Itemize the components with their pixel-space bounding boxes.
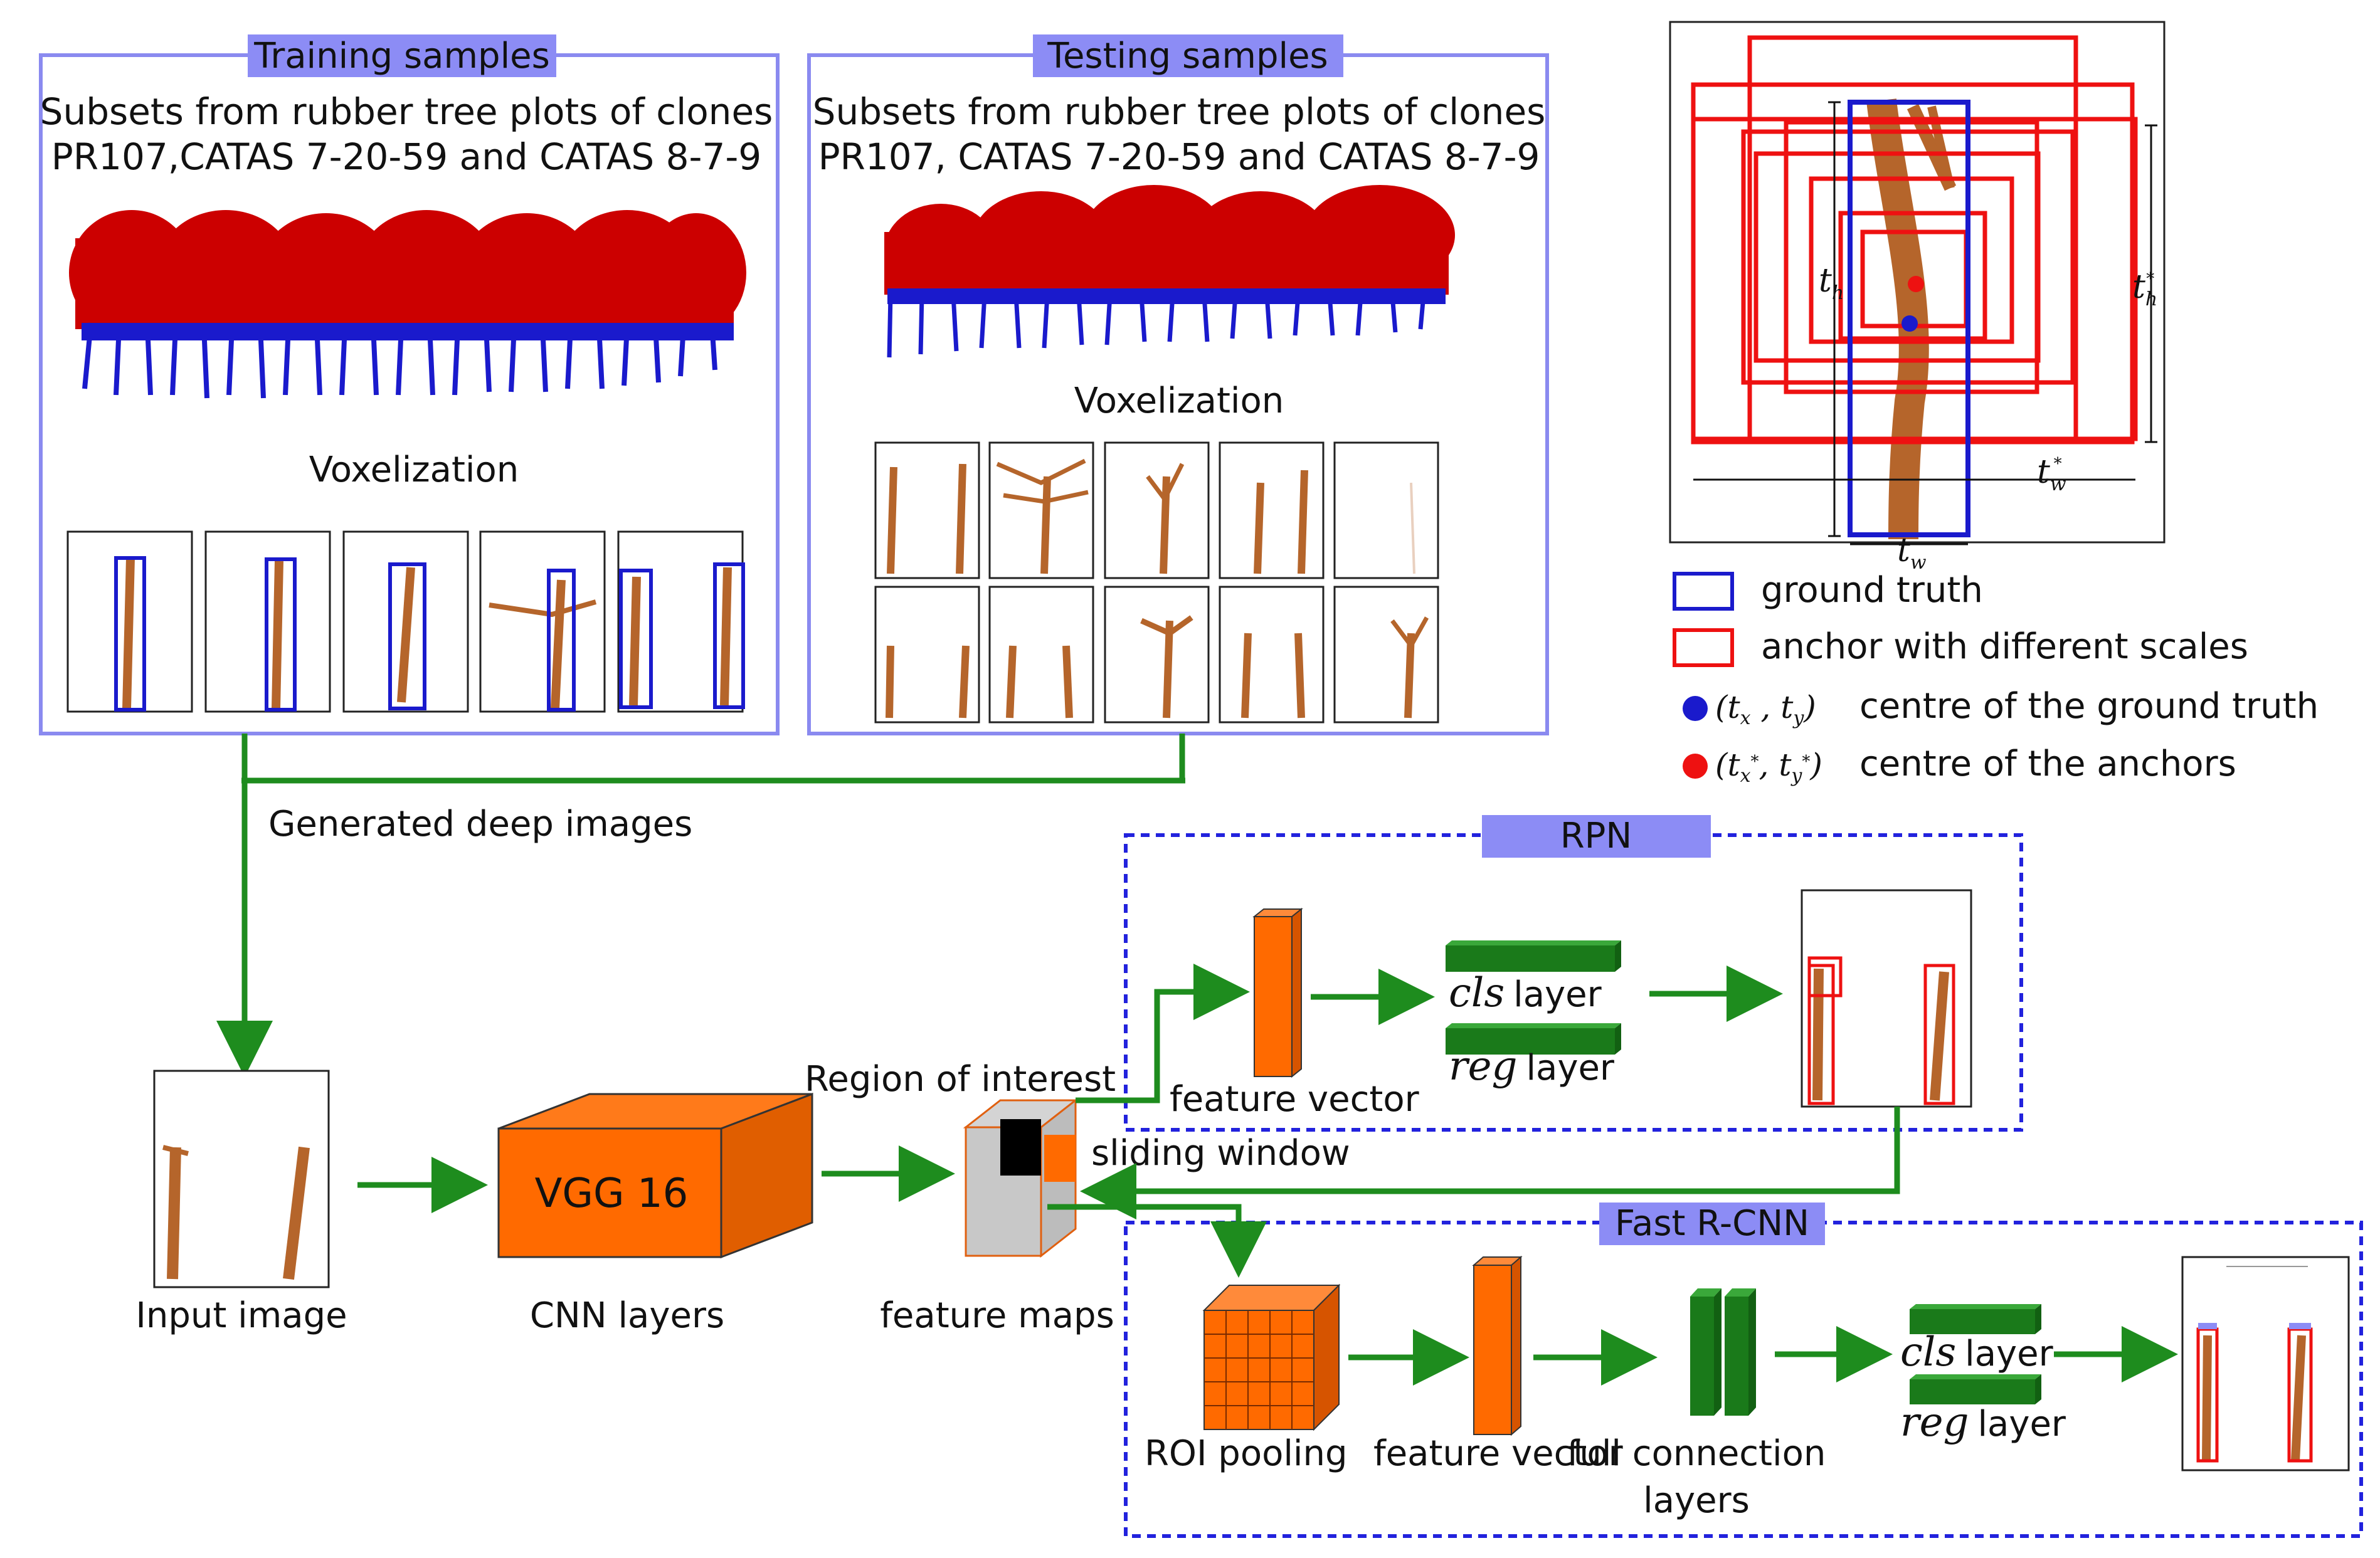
training-thumb bbox=[342, 530, 469, 713]
fast-rcnn-cls-bar bbox=[1910, 1304, 2041, 1334]
region-of-interest-label: Region of interest bbox=[805, 1059, 1116, 1100]
testing-thumb bbox=[1333, 441, 1439, 579]
legend-anchor-dot bbox=[1683, 754, 1708, 779]
legend-gt-swatch bbox=[1673, 572, 1734, 611]
fast-rcnn-feature-vector-label: feature vector bbox=[1373, 1433, 1624, 1474]
training-thumb bbox=[204, 530, 331, 713]
testing-voxelization: Voxelization bbox=[1074, 381, 1284, 421]
rpn-tag bbox=[1482, 815, 1711, 858]
roi-pooling-block bbox=[1202, 1283, 1341, 1431]
legend-anchor-label: anchor with different scales bbox=[1761, 626, 2248, 667]
rpn-feature-vector bbox=[1252, 907, 1303, 1078]
legend-gt-centre: centre of the ground truth bbox=[1859, 686, 2319, 727]
training-point-cloud bbox=[69, 210, 746, 399]
cnn-layers-label: CNN layers bbox=[530, 1295, 724, 1336]
fast-rcnn-output-image bbox=[2181, 1256, 2350, 1471]
legend-anchor-centre: centre of the anchors bbox=[1859, 744, 2236, 784]
roi-black bbox=[1000, 1119, 1041, 1176]
legend-gt-symbol: (tx , ty) bbox=[1715, 689, 1816, 729]
anchor-boxes bbox=[1691, 35, 2138, 445]
merge-connector bbox=[216, 734, 1185, 1077]
fast-rcnn-region: Fast R-CNN ROI pooling feature vector bbox=[1047, 1203, 2363, 1538]
training-thumb bbox=[66, 530, 193, 713]
tw-label: tw bbox=[1897, 532, 1927, 574]
legend-gt-label: ground truth bbox=[1761, 570, 1983, 611]
feature-maps-label: feature maps bbox=[880, 1295, 1114, 1336]
arrow-rpn-to-featuremap bbox=[1080, 1107, 1900, 1219]
testing-thumb bbox=[988, 586, 1094, 724]
full-connection-label-1: full connection bbox=[1567, 1433, 1826, 1474]
testing-subtitle-2: PR107, CATAS 7-20-59 and CATAS 8-7-9 bbox=[818, 135, 1540, 178]
rpn-reg-bar bbox=[1446, 1023, 1621, 1055]
full-connection-label-2: layers bbox=[1643, 1480, 1750, 1521]
testing-panel: Testing samples Subsets from rubber tree… bbox=[807, 34, 1549, 735]
training-subtitle-1: Subsets from rubber tree plots of clones bbox=[40, 90, 773, 133]
gt-centre-dot bbox=[1901, 315, 1918, 332]
ground-truth-box bbox=[1848, 100, 1970, 537]
input-image-label: Input image bbox=[135, 1295, 347, 1336]
legend-anchor-symbol: (tx*, ty*) bbox=[1715, 747, 1822, 787]
training-panel: Training samples Subsets from rubber tre… bbox=[39, 34, 780, 735]
testing-thumbnails bbox=[874, 441, 1439, 724]
fast-rcnn-reg-bar bbox=[1910, 1374, 2041, 1404]
rpn-tag-label: RPN bbox=[1560, 816, 1632, 856]
feature-maps bbox=[963, 1098, 1079, 1258]
training-voxelization: Voxelization bbox=[309, 450, 519, 490]
testing-tag bbox=[1033, 34, 1343, 77]
testing-thumb bbox=[874, 441, 980, 579]
input-image bbox=[153, 1070, 330, 1288]
tw-star-label: tw* bbox=[2037, 453, 2066, 495]
arrow-featuremap-to-rpn bbox=[1076, 964, 1250, 1103]
testing-thumb bbox=[1333, 586, 1439, 724]
roi-pooling-label: ROI pooling bbox=[1145, 1433, 1348, 1474]
legend-anchor-swatch bbox=[1673, 628, 1734, 667]
testing-thumb bbox=[1219, 586, 1325, 724]
vgg-label: VGG 16 bbox=[535, 1171, 689, 1217]
vgg-block: VGG 16 bbox=[497, 1092, 813, 1259]
testing-subtitle-1: Subsets from rubber tree plots of clones bbox=[813, 90, 1546, 133]
testing-thumb bbox=[1219, 441, 1325, 579]
fast-rcnn-tag bbox=[1599, 1203, 1825, 1245]
testing-point-cloud bbox=[884, 185, 1455, 358]
legend-gt-dot bbox=[1683, 696, 1708, 721]
legend: ground truth anchor with different scale… bbox=[1673, 570, 2319, 787]
arrow-featuremap-to-roi bbox=[1047, 1204, 1267, 1278]
training-thumb bbox=[479, 530, 606, 713]
testing-thumb bbox=[988, 441, 1094, 579]
rpn-feature-vector-label: feature vector bbox=[1170, 1079, 1420, 1120]
testing-thumb bbox=[1104, 586, 1210, 724]
anchor-centre-dot bbox=[1908, 276, 1924, 292]
th-label: th bbox=[1819, 262, 1844, 304]
testing-thumb bbox=[874, 586, 980, 724]
rpn-cls-bar bbox=[1446, 940, 1621, 972]
training-subtitle-2: PR107,CATAS 7-20-59 and CATAS 8-7-9 bbox=[51, 135, 761, 178]
training-tag bbox=[248, 34, 556, 77]
full-connection-block bbox=[1690, 1288, 1756, 1416]
th-star-label: th* bbox=[2132, 268, 2157, 310]
training-tag-label: Training samples bbox=[253, 36, 550, 76]
testing-tag-label: Testing samples bbox=[1047, 36, 1328, 76]
sliding-window-orange bbox=[1044, 1135, 1076, 1182]
generated-deep-images: Generated deep images bbox=[268, 804, 692, 845]
training-thumb bbox=[617, 530, 745, 713]
testing-thumb bbox=[1104, 441, 1210, 579]
training-thumbnails bbox=[66, 530, 745, 713]
rpn-output-image bbox=[1801, 889, 1972, 1108]
sliding-window-label: sliding window bbox=[1091, 1133, 1350, 1174]
anchor-illustration: th th* tw* tw bbox=[1669, 21, 2166, 574]
fast-rcnn-tag-label: Fast R-CNN bbox=[1615, 1203, 1809, 1244]
fast-rcnn-feature-vector bbox=[1472, 1255, 1523, 1436]
